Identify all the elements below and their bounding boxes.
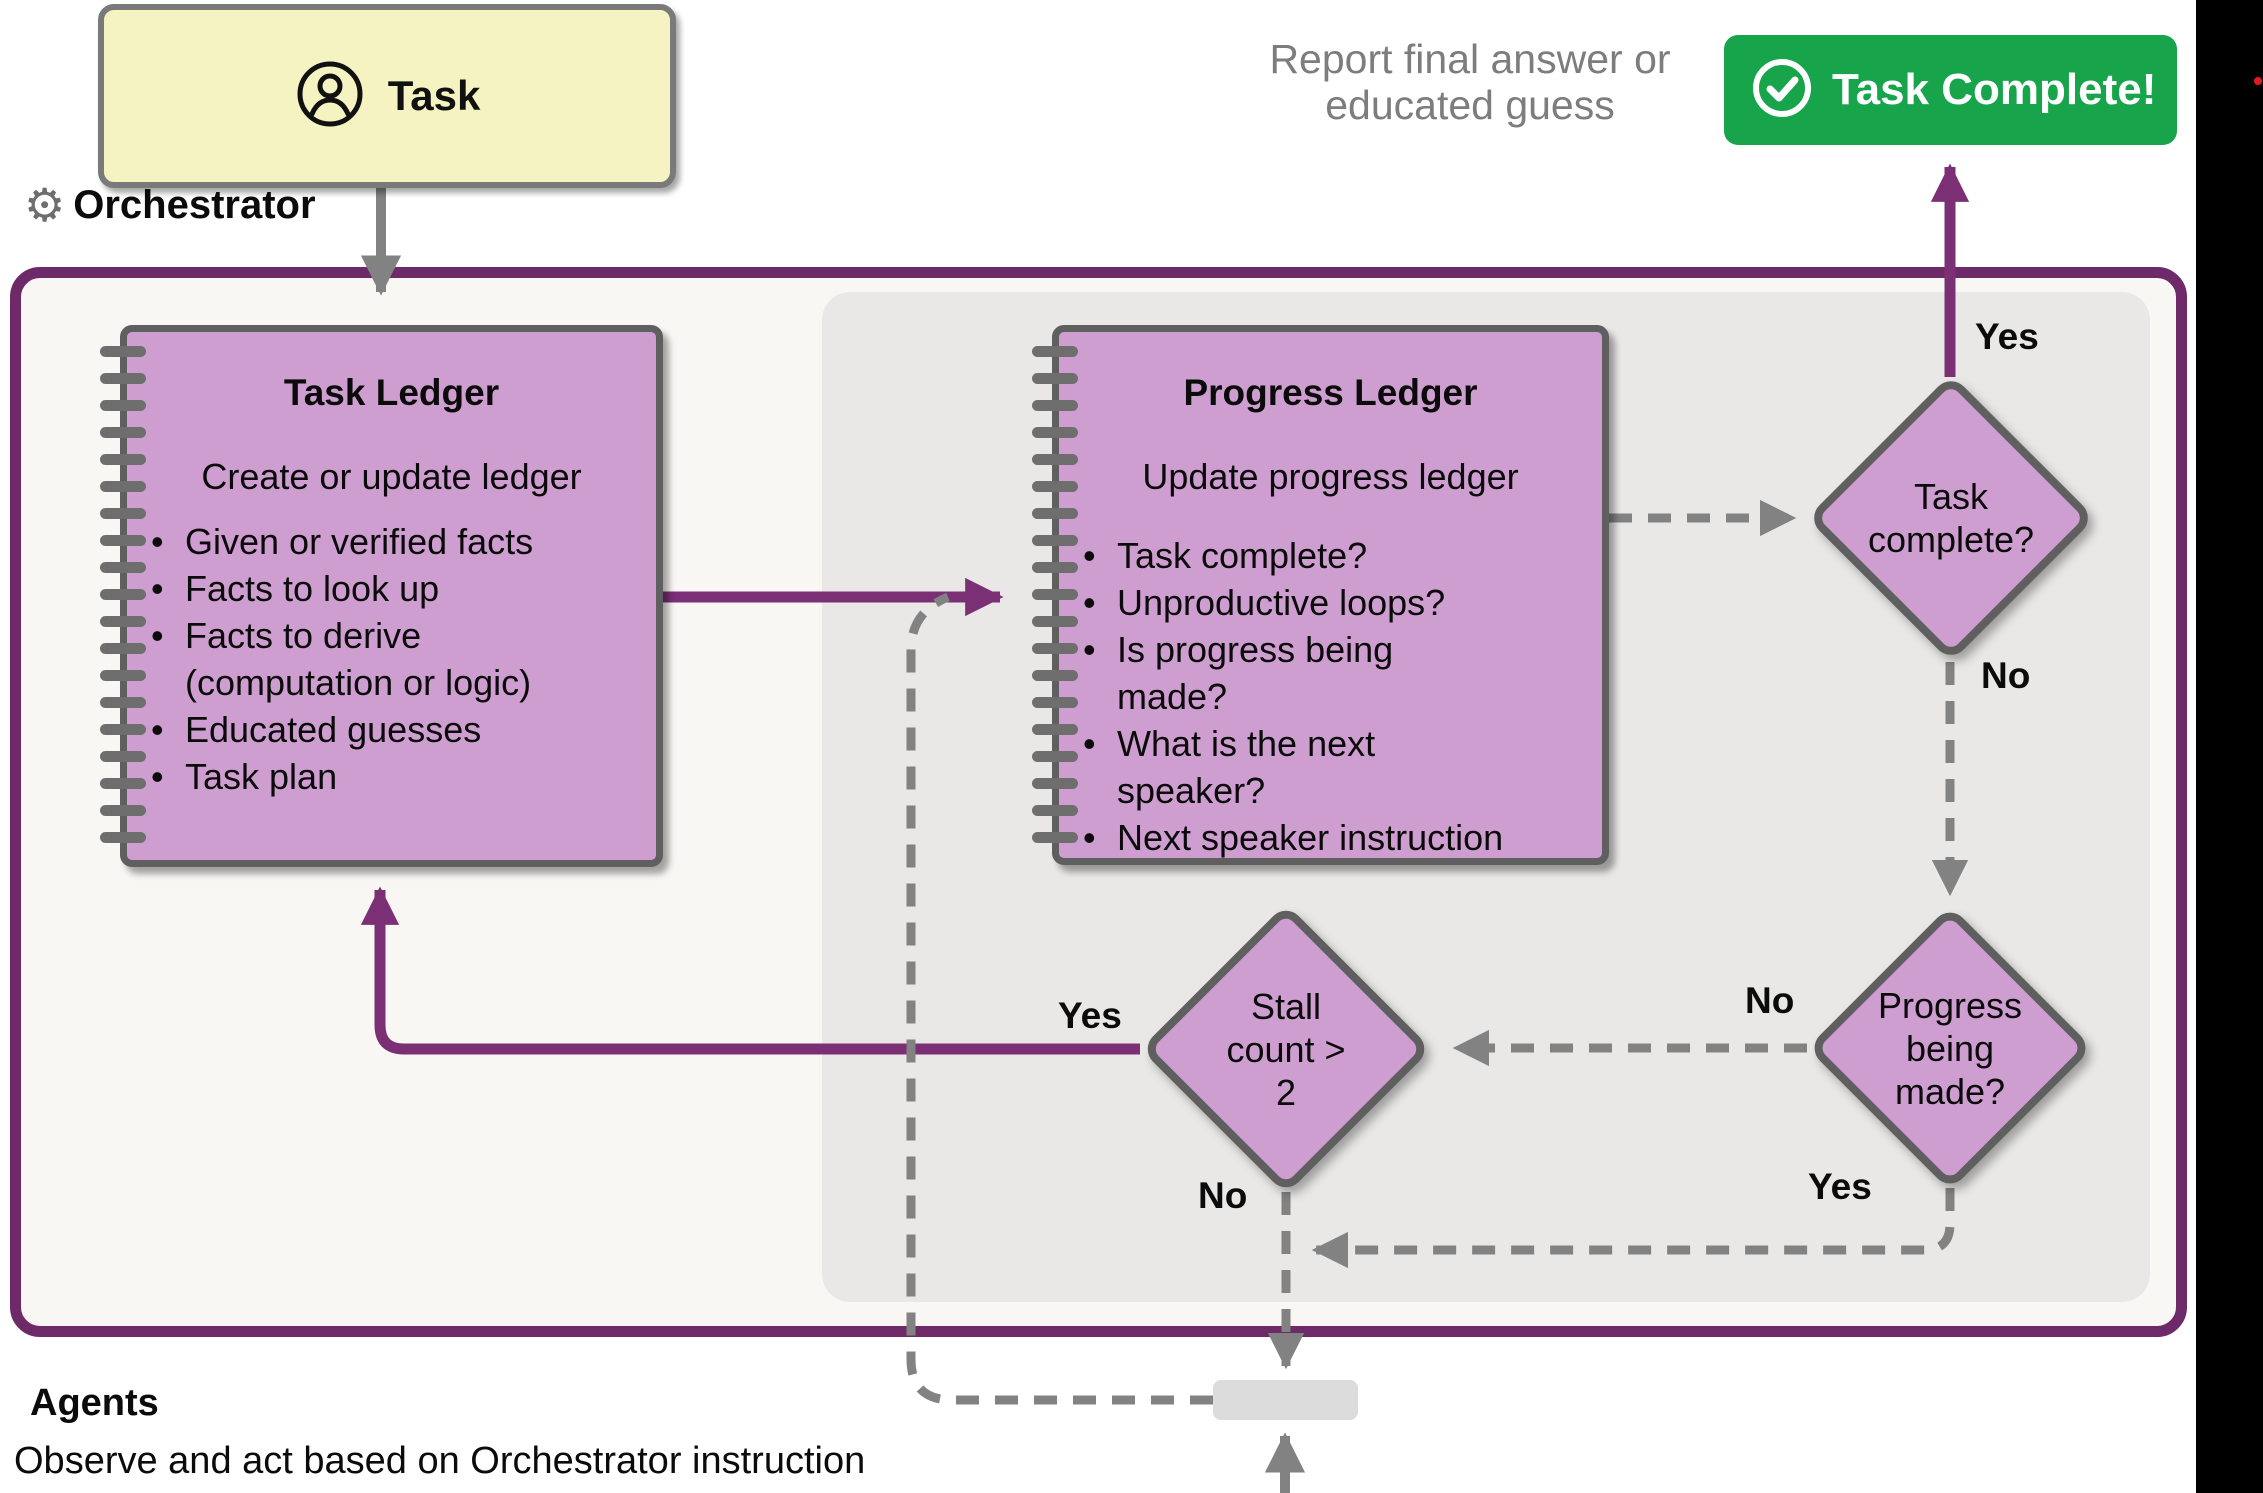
spiral-coil xyxy=(100,751,146,762)
spiral-coil xyxy=(100,643,146,654)
label-progress-yes: Yes xyxy=(1808,1166,1872,1207)
spiral-coil xyxy=(100,724,146,735)
spiral-coil xyxy=(100,778,146,789)
list-item: Given or verified facts xyxy=(127,518,605,565)
spiral-coil xyxy=(1032,400,1078,411)
decision-task-complete: Task complete? xyxy=(1806,373,2096,663)
spiral-coil xyxy=(100,535,146,546)
spiral-coil xyxy=(100,562,146,573)
label-stall-yes: Yes xyxy=(1058,995,1122,1036)
spiral-coil xyxy=(100,373,146,384)
progress-ledger-title: Progress Ledger xyxy=(1183,372,1478,413)
check-circle-icon xyxy=(1750,56,1814,125)
task-complete-button-label: Task Complete! xyxy=(1832,65,2157,114)
list-item: Unproductive loops? xyxy=(1059,579,1597,626)
label-task-complete-no: No xyxy=(1981,655,2031,696)
spiral-coil xyxy=(100,832,146,843)
task-node: Task xyxy=(98,4,676,188)
spiral-coil xyxy=(1032,643,1078,654)
spiral-coil xyxy=(100,697,146,708)
spiral-coil xyxy=(1032,589,1078,600)
list-item: What is the next speaker? xyxy=(1059,720,1597,814)
list-item: Facts to derive (computation or logic) xyxy=(127,612,605,706)
spiral-coil xyxy=(1032,751,1078,762)
list-item: Task plan xyxy=(127,753,605,800)
arrow-agents-to-progress-ledger xyxy=(906,592,1213,1405)
report-final-answer-text: Report final answer or educated guess xyxy=(1269,36,1671,129)
spiral-coil xyxy=(1032,778,1078,789)
list-item: Facts to look up xyxy=(127,565,605,612)
spiral-coil xyxy=(1032,724,1078,735)
spiral-coil xyxy=(100,589,146,600)
spiral-coil xyxy=(100,427,146,438)
agents-title: Agents xyxy=(30,1382,159,1424)
orchestrator-label: ⚙ Orchestrator xyxy=(24,182,316,228)
decision-progress-being-made: Progress being made? xyxy=(1807,905,2093,1191)
red-dot-marker xyxy=(2254,77,2262,85)
progress-ledger-intro: Update progress ledger xyxy=(1142,456,1519,497)
decision-stall-count: Stall count > 2 xyxy=(1140,903,1432,1195)
spiral-coil xyxy=(1032,670,1078,681)
spiral-coil xyxy=(1032,697,1078,708)
decision-progress-label: Progress being made? xyxy=(1877,984,2023,1112)
spiral-coil xyxy=(1032,427,1078,438)
decision-task-complete-label: Task complete? xyxy=(1867,476,2035,560)
orchestrator-title: Orchestrator xyxy=(73,182,316,227)
spiral-coil xyxy=(100,400,146,411)
spiral-coil xyxy=(100,805,146,816)
list-item: Task complete? xyxy=(1059,532,1597,579)
spiral-coil xyxy=(1032,805,1078,816)
arrow-progress-yes-loop xyxy=(1311,1188,1955,1269)
task-ledger-list: Given or verified facts Facts to look up… xyxy=(127,518,656,800)
spiral-coil xyxy=(100,481,146,492)
agents-node xyxy=(1213,1380,1358,1420)
spiral-coil xyxy=(100,670,146,681)
spiral-coil xyxy=(1032,535,1078,546)
spiral-coil xyxy=(1032,832,1078,843)
user-avatar-icon xyxy=(294,58,366,135)
progress-ledger-list: Task complete? Unproductive loops? Is pr… xyxy=(1059,532,1602,861)
task-ledger-intro: Create or update ledger xyxy=(201,456,582,497)
progress-ledger-node: Progress Ledger Update progress ledger T… xyxy=(1032,325,1609,865)
task-node-label: Task xyxy=(387,72,481,119)
list-item: Is progress being made? xyxy=(1059,626,1597,720)
screenshot-black-strip xyxy=(2196,0,2263,1493)
spiral-coil xyxy=(1032,562,1078,573)
spiral-coil xyxy=(1032,373,1078,384)
label-stall-no: No xyxy=(1198,1175,1248,1216)
gear-icon: ⚙ xyxy=(24,179,66,231)
task-ledger-title: Task Ledger xyxy=(283,372,500,413)
spiral-coil xyxy=(100,346,146,357)
decision-stall-label: Stall count > 2 xyxy=(1226,985,1346,1113)
task-ledger-node: Task Ledger Create or update ledger Give… xyxy=(100,325,663,867)
spiral-coil xyxy=(100,616,146,627)
task-complete-button: Task Complete! xyxy=(1724,35,2177,145)
list-item: Next speaker instruction xyxy=(1059,814,1597,861)
spiral-coil xyxy=(1032,346,1078,357)
spiral-coil xyxy=(1032,481,1078,492)
label-progress-no: No xyxy=(1745,980,1795,1021)
label-task-complete-yes: Yes xyxy=(1975,316,2039,357)
spiral-coil xyxy=(100,508,146,519)
spiral-coil xyxy=(1032,508,1078,519)
agents-subtitle: Observe and act based on Orchestrator in… xyxy=(14,1440,866,1482)
spiral-coil xyxy=(1032,616,1078,627)
arrow-stall-yes-to-task-ledger xyxy=(360,886,1140,1055)
list-item: Educated guesses xyxy=(127,706,605,753)
spiral-coil xyxy=(100,454,146,465)
spiral-coil xyxy=(1032,454,1078,465)
